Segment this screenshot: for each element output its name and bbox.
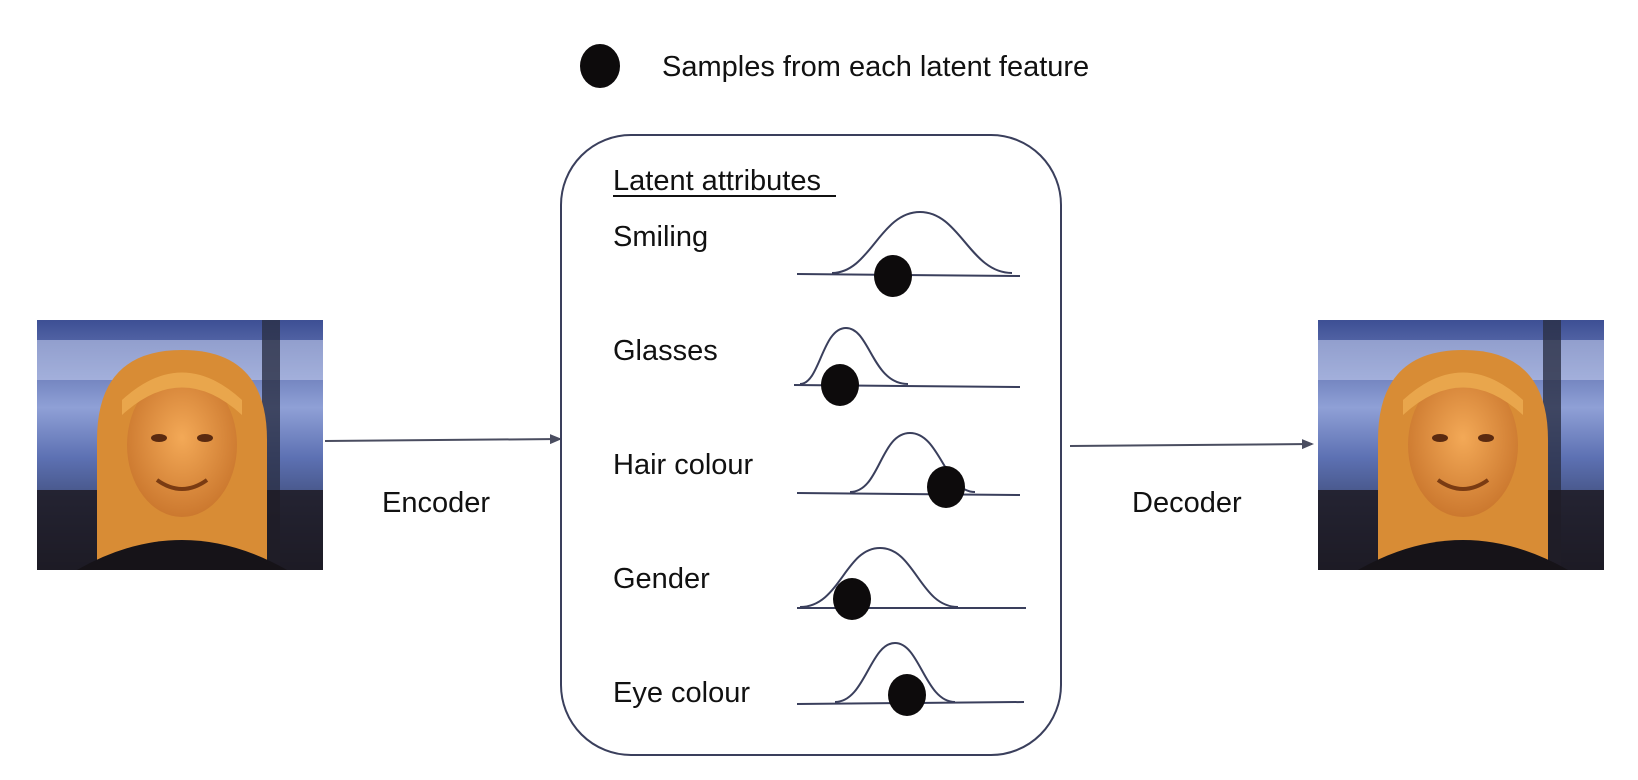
- encoder-arrow: [324, 434, 562, 445]
- attribute-label-glasses: Glasses: [613, 335, 718, 367]
- legend: Samples from each latent feature: [580, 44, 1089, 88]
- sample-dot-hair-colour: [927, 466, 965, 508]
- attribute-row-hair-colour: Hair colour: [613, 431, 1021, 508]
- attribute-label-smiling: Smiling: [613, 221, 708, 253]
- sample-dot-gender: [833, 578, 871, 620]
- attribute-row-eye-colour: Eye colour: [613, 641, 1025, 716]
- distribution-curve-smiling: [831, 210, 1013, 274]
- latent-attributes-box: Latent attributes Smiling Glasses Hair c…: [560, 134, 1062, 756]
- attribute-row-gender: Gender: [613, 546, 1026, 620]
- attribute-label-hair-colour: Hair colour: [613, 449, 754, 481]
- latent-box-title: Latent attributes: [613, 165, 821, 197]
- sample-dot-icon: [580, 44, 620, 88]
- latent-box-border: [560, 134, 1062, 756]
- legend-text: Samples from each latent feature: [662, 51, 1089, 83]
- decoder-arrow: [1069, 439, 1314, 450]
- sample-dot-smiling: [874, 255, 912, 297]
- distribution-curve-gender: [799, 546, 959, 608]
- sample-dot-glasses: [821, 364, 859, 406]
- attribute-row-glasses: Glasses: [613, 326, 1021, 406]
- distribution-baseline-hair-colour: [796, 492, 1021, 496]
- input-face-image: [37, 320, 323, 570]
- decoder-label: Decoder: [1132, 487, 1242, 519]
- encoder-label: Encoder: [382, 487, 490, 519]
- attribute-label-gender: Gender: [613, 563, 710, 595]
- attribute-row-smiling: Smiling: [613, 210, 1021, 297]
- attribute-label-eye-colour: Eye colour: [613, 677, 750, 709]
- distribution-curve-glasses: [799, 326, 909, 385]
- output-face-image: [1318, 320, 1604, 570]
- sample-dot-eye-colour: [888, 674, 926, 716]
- distribution-curve-eye-colour: [834, 641, 956, 703]
